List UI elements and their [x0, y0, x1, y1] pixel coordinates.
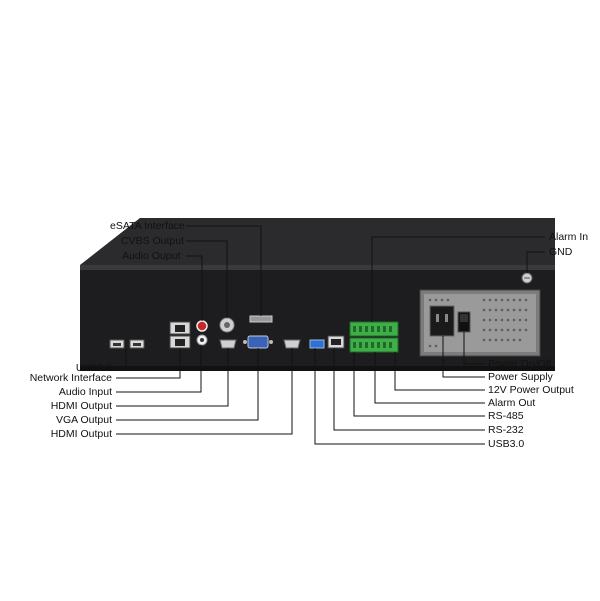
label-power-onoff: Power On/Off: [488, 358, 552, 370]
label-cvbs: CVBS Output: [121, 235, 185, 247]
leader-usb2: [116, 348, 127, 369]
label-audio-out: Audio Ouput: [122, 250, 181, 262]
leader-audio-in: [116, 345, 202, 393]
usb3-port: [309, 339, 325, 349]
audio-ports: [196, 320, 208, 346]
label-esata: eSATA Interface: [110, 220, 185, 232]
hdmi-port-1: [219, 339, 237, 349]
leader-usb3: [314, 348, 485, 445]
usb2-ports: [109, 339, 145, 349]
leader-alarm-in: [371, 236, 545, 322]
leader-lines: [116, 225, 545, 445]
label-alarm-in: Alarm In: [549, 231, 589, 243]
label-network: Network Interface: [29, 372, 112, 384]
label-hdmi-out-1: HDMI Output: [50, 400, 112, 412]
cvbs-port: [219, 317, 235, 333]
label-gnd: GND: [549, 246, 573, 258]
leader-hdmi-out-1: [116, 348, 229, 407]
leader-power-12v: [394, 352, 485, 391]
leader-rs232: [333, 348, 485, 431]
label-usb2: USB2.0: [75, 362, 112, 374]
label-rs485: RS-485: [488, 410, 524, 422]
leader-vga: [116, 348, 259, 421]
esata-port: [249, 315, 273, 323]
leader-power-supply: [442, 336, 485, 378]
label-rs232: RS-232: [488, 424, 524, 436]
power-supply-module: [419, 289, 541, 357]
power-inlet: [429, 305, 455, 337]
leader-hdmi-out-2: [116, 348, 293, 435]
leader-alarm-out: [374, 352, 485, 404]
label-vga: VGA Output: [55, 414, 112, 426]
label-alarm-out: Alarm Out: [488, 397, 536, 409]
leader-esata: [186, 225, 262, 316]
terminal-blocks: [349, 321, 399, 353]
leader-rs485: [353, 352, 485, 417]
label-audio-in: Audio Input: [58, 386, 112, 398]
leader-audio-out: [186, 255, 203, 321]
label-hdmi-out-2: HDMI Output: [50, 428, 112, 440]
leader-power-onoff: [463, 332, 485, 365]
chassis-top: [80, 218, 555, 265]
hdmi-port-2: [283, 339, 301, 349]
leader-cvbs: [186, 240, 228, 318]
network-ports: [169, 321, 191, 349]
leader-gnd: [526, 251, 545, 273]
label-usb3: USB3.0: [488, 438, 525, 450]
label-power-12v: 12V Power Output: [488, 384, 574, 396]
label-power-supply: Power Supply: [488, 371, 553, 383]
leader-network: [116, 348, 181, 379]
